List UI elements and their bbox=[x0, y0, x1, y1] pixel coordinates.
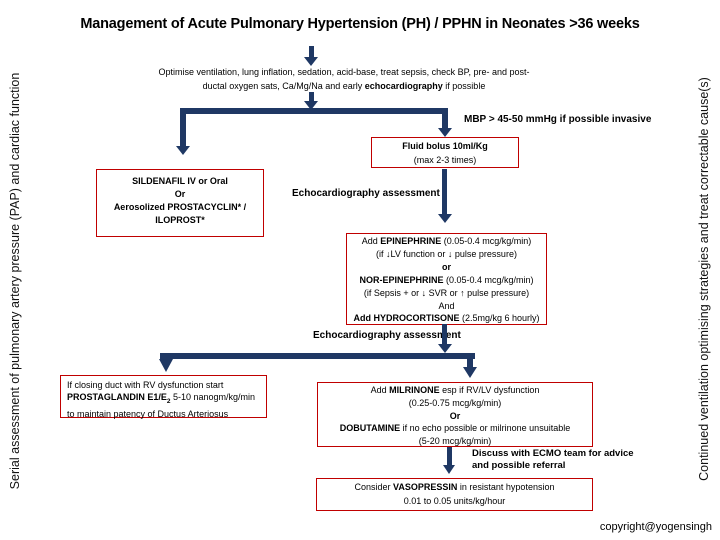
sildenafil-box: SILDENAFIL IV or Oral Or Aerosolized PRO… bbox=[96, 169, 264, 237]
optimise-line1: Optimise ventilation, lung inflation, se… bbox=[158, 67, 530, 77]
branch1-left-arrow-head-icon bbox=[176, 146, 190, 155]
ecmo-note-line2: and possible referral bbox=[472, 459, 566, 471]
arrow-fluid-to-epinephrine-head-icon bbox=[438, 214, 452, 223]
echo-assessment-note-2: Echocardiography assessment bbox=[313, 330, 461, 341]
arrow-milrinone-to-vasopressin-head-icon bbox=[443, 465, 455, 474]
vasopressin-line2: 0.01 to 0.05 units/kg/hour bbox=[403, 495, 506, 506]
copyright: copyright@yogensingh bbox=[599, 521, 712, 533]
vasopressin-box: Consider VASOPRESSIN in resistant hypote… bbox=[316, 478, 593, 511]
sildenafil-line4: ILOPROST* bbox=[155, 215, 205, 225]
milrinone-line4: DOBUTAMINE if no echo possible or milrin… bbox=[339, 423, 571, 434]
vasopressin-line1: Consider VASOPRESSIN in resistant hypote… bbox=[354, 482, 555, 492]
epinephrine-line3: or bbox=[442, 261, 451, 272]
ecmo-referral-note: Discuss with ECMO team for advice and po… bbox=[472, 448, 634, 471]
milrinone-line5: (5-20 mcg/kg/min) bbox=[418, 436, 492, 447]
optimise-ventilation-step: Optimise ventilation, lung inflation, se… bbox=[148, 66, 540, 93]
milrinone-line2: (0.25-0.75 mcg/kg/min) bbox=[408, 397, 502, 408]
fluid-bolus-title: Fluid bolus 10ml/Kg bbox=[402, 141, 488, 151]
milrinone-box: Add MILRINONE esp if RV/LV dysfunction (… bbox=[317, 382, 593, 447]
epinephrine-line4: NOR-EPINEPHRINE (0.05-0.4 mcg/kg/min) bbox=[359, 274, 534, 285]
fluid-bolus-box: Fluid bolus 10ml/Kg (max 2-3 times) bbox=[371, 137, 519, 168]
ecmo-note-line1: Discuss with ECMO team for advice bbox=[472, 448, 634, 459]
arrow-epinephrine-to-branch-head-icon bbox=[438, 344, 452, 353]
branch2-right-arrow-head-icon bbox=[463, 367, 477, 378]
arrow-fluid-to-epinephrine-shaft bbox=[442, 169, 447, 215]
epinephrine-line6: And bbox=[438, 300, 455, 311]
mbp-invasive-note: MBP > 45-50 mmHg if possible invasive bbox=[464, 114, 652, 125]
sildenafil-line2: Or bbox=[174, 189, 186, 199]
branch1-horizontal-bar bbox=[180, 108, 448, 114]
milrinone-line1: Add MILRINONE esp if RV/LV dysfunction bbox=[370, 385, 540, 395]
prostaglandin-line1: If closing duct with RV dysfunction star… bbox=[67, 380, 224, 390]
epinephrine-line2: (if ↓LV function or ↓ pulse pressure) bbox=[376, 248, 517, 259]
sildenafil-line3: Aerosolized PROSTACYCLIN* / bbox=[113, 202, 247, 212]
arrow-title-to-optimise-head-icon bbox=[304, 57, 318, 66]
prostaglandin-box: If closing duct with RV dysfunction star… bbox=[60, 375, 267, 420]
epinephrine-line5: (if Sepsis + or ↓ SVR or ↑ pulse pressur… bbox=[363, 287, 530, 298]
prostaglandin-line3: to maintain patency of Ductus Arteriosus bbox=[67, 409, 229, 420]
left-axis-label: Serial assessment of pulmonary artery pr… bbox=[8, 72, 22, 490]
arrow-optimise-to-branch-head-icon bbox=[304, 101, 318, 110]
arrow-optimise-to-branch-shaft bbox=[309, 92, 314, 102]
epinephrine-line1: Add EPINEPHRINE (0.05-0.4 mcg/kg/min) bbox=[361, 236, 532, 246]
echo-assessment-note-1: Echocardiography assessment bbox=[292, 188, 440, 199]
branch1-left-drop-shaft bbox=[180, 114, 186, 147]
branch2-left-arrow-head-icon bbox=[159, 359, 173, 372]
branch2-right-drop-shaft bbox=[467, 359, 473, 368]
epinephrine-line7: Add HYDROCORTISONE (2.5mg/kg 6 hourly) bbox=[353, 313, 540, 324]
prostaglandin-line2: PROSTAGLANDIN E1/E2 5-10 nanogm/kg/min bbox=[67, 392, 256, 406]
branch1-right-arrow-head-icon bbox=[438, 128, 452, 137]
arrow-epinephrine-to-branch-shaft bbox=[442, 324, 447, 346]
optimise-line2: ductal oxygen sats, Ca/Mg/Na and early e… bbox=[202, 80, 486, 91]
diagram-title: Management of Acute Pulmonary Hypertensi… bbox=[80, 16, 640, 32]
branch1-right-drop-shaft bbox=[442, 114, 448, 129]
branch2-horizontal-bar bbox=[160, 353, 475, 359]
arrow-milrinone-to-vasopressin-shaft bbox=[447, 447, 452, 466]
sildenafil-line1: SILDENAFIL IV or Oral bbox=[132, 176, 228, 186]
arrow-title-to-optimise-shaft bbox=[309, 46, 314, 58]
epinephrine-box: Add EPINEPHRINE (0.05-0.4 mcg/kg/min) (i… bbox=[346, 233, 547, 325]
right-axis-label: Continued ventilation optimising strateg… bbox=[697, 77, 711, 481]
fluid-bolus-subtitle: (max 2-3 times) bbox=[413, 155, 477, 165]
milrinone-line3: Or bbox=[449, 410, 461, 421]
